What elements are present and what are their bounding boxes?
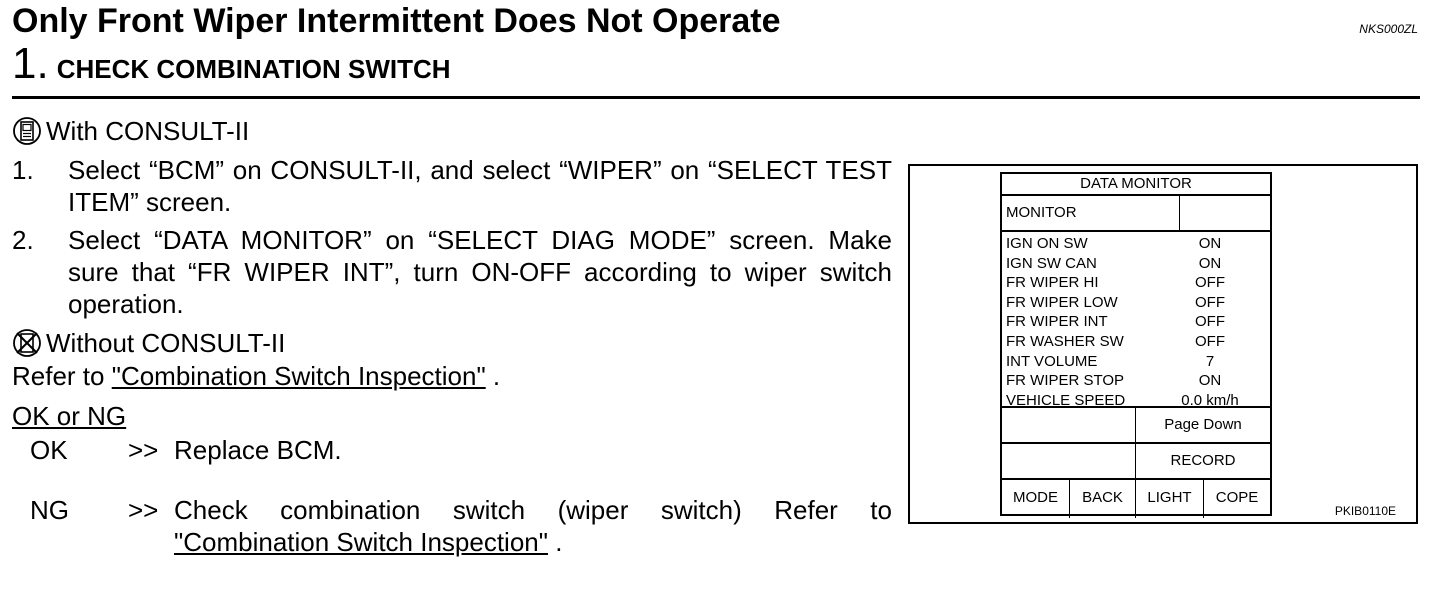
monitor-label: MONITOR <box>1002 196 1180 230</box>
light-button[interactable]: LIGHT <box>1136 480 1204 518</box>
ng-action: Check combination switch (wiper switch) … <box>174 494 892 558</box>
figure-code: PKIB0110E <box>1334 504 1396 518</box>
monitor-item-name: IGN ON SW <box>1006 235 1088 252</box>
procedure-steps: 1. Select “BCM” on CONSULT-II, and selec… <box>12 154 892 320</box>
combination-switch-inspection-link-ng[interactable]: "Combination Switch Inspection" <box>174 527 548 557</box>
monitor-item-row: FR WASHER SW OFF <box>1006 332 1270 352</box>
monitor-item-value: 7 <box>1205 352 1215 370</box>
monitor-item-row: FR WIPER INT OFF <box>1006 312 1270 332</box>
procedure-step-number: 2. <box>12 225 34 255</box>
data-monitor-figure: DATA MONITOR MONITOR IGN ON SW ON IGN SW … <box>908 164 1418 524</box>
monitor-item-value: ON <box>1198 372 1222 390</box>
monitor-item-value: ON <box>1198 235 1222 252</box>
ok-label: OK <box>30 435 68 465</box>
procedure-step-text: Select “BCM” on CONSULT-II, and select “… <box>68 155 892 217</box>
ok-action: Replace BCM. <box>174 435 342 465</box>
ng-label: NG <box>30 495 69 525</box>
combination-switch-inspection-link[interactable]: "Combination Switch Inspection" <box>111 361 486 391</box>
with-consult-line: With CONSULT-II <box>12 114 892 148</box>
procedure-step: 2. Select “DATA MONITOR” on “SELECT DIAG… <box>12 224 892 320</box>
page-down-blank <box>1002 408 1136 442</box>
monitor-item-name: FR WIPER LOW <box>1006 293 1118 311</box>
monitor-item-row: FR WIPER HI OFF <box>1006 273 1270 293</box>
record-row: RECORD <box>1002 444 1270 480</box>
refer-line: Refer to "Combination Switch Inspection"… <box>12 360 892 392</box>
monitor-item-name: VEHICLE SPEED <box>1006 391 1126 409</box>
procedure-step-text: Select “DATA MONITOR” on “SELECT DIAG MO… <box>68 225 892 319</box>
cope-button[interactable]: COPE <box>1215 489 1259 506</box>
procedure-step: 1. Select “BCM” on CONSULT-II, and selec… <box>12 154 892 218</box>
ok-or-ng-heading: OK or NG <box>12 401 127 431</box>
monitor-item-row: IGN SW CAN ON <box>1006 254 1270 274</box>
monitor-item-name: FR WASHER SW <box>1006 332 1124 350</box>
heading-divider <box>12 96 1420 99</box>
procedure-body: With CONSULT-II 1. Select “BCM” on CONSU… <box>12 114 892 558</box>
record-button[interactable]: RECORD <box>1170 452 1236 469</box>
refer-suffix: . <box>485 361 501 391</box>
screen-bottom-buttons: MODE BACK LIGHT COPE <box>1002 480 1270 518</box>
monitor-item-name: INT VOLUME <box>1006 352 1098 370</box>
monitor-item-value: OFF <box>1195 274 1225 292</box>
monitor-item-row: VEHICLE SPEED 0.0 km/h <box>1006 391 1270 411</box>
page-down-button[interactable]: Page Down <box>1164 416 1242 433</box>
without-consult-line: Without CONSULT-II <box>12 326 892 360</box>
screen-title: DATA MONITOR <box>1002 174 1270 196</box>
monitor-item-row: IGN ON SW ON <box>1006 234 1270 254</box>
consult-screen: DATA MONITOR MONITOR IGN ON SW ON IGN SW … <box>1000 172 1272 518</box>
step-heading: 1.CHECK COMBINATION SWITCH <box>12 42 451 96</box>
monitor-header-row: MONITOR <box>1002 196 1270 232</box>
no-consult-tool-icon <box>12 328 42 358</box>
monitor-item-name: FR WIPER STOP <box>1006 372 1125 390</box>
with-consult-label: With CONSULT-II <box>46 116 250 146</box>
monitor-item-row: FR WIPER STOP ON <box>1006 371 1270 391</box>
monitor-item-name: FR WIPER HI <box>1006 274 1099 292</box>
monitor-item-name: IGN SW CAN <box>1006 254 1097 272</box>
page-down-row: Page Down <box>1002 408 1270 444</box>
mode-button[interactable]: MODE <box>1002 480 1070 518</box>
monitor-item-value: OFF <box>1195 332 1225 350</box>
monitor-item-value: OFF <box>1195 313 1225 331</box>
page-title: Only Front Wiper Intermittent Does Not O… <box>12 2 781 40</box>
monitor-item-name: FR WIPER INT <box>1006 313 1108 331</box>
ng-action-text: Check combination switch (wiper switch) … <box>174 495 892 525</box>
document-code: NKS000ZL <box>1359 22 1418 36</box>
refer-prefix: Refer to <box>12 361 112 391</box>
ng-arrow: >> <box>128 495 159 525</box>
monitor-item-value: OFF <box>1195 293 1225 311</box>
record-blank <box>1002 444 1136 478</box>
monitor-item-row: INT VOLUME 7 <box>1006 352 1270 372</box>
ng-result: NG >> Check combination switch (wiper sw… <box>30 494 892 558</box>
monitor-item-value: ON <box>1198 254 1222 272</box>
monitor-item-value: 0.0 km/h <box>1181 391 1239 409</box>
back-button[interactable]: BACK <box>1070 480 1136 518</box>
step-number: 1. <box>12 39 49 88</box>
procedure-step-number: 1. <box>12 155 34 185</box>
monitor-item-row: FR WIPER LOW OFF <box>1006 293 1270 313</box>
without-consult-label: Without CONSULT-II <box>46 328 286 358</box>
consult-tool-icon <box>12 116 42 146</box>
ok-arrow: >> <box>128 435 159 465</box>
result-spacer <box>12 466 892 494</box>
step-title: CHECK COMBINATION SWITCH <box>56 54 451 84</box>
ok-result: OK >> Replace BCM. <box>30 434 892 466</box>
ng-suffix: . <box>547 527 563 557</box>
